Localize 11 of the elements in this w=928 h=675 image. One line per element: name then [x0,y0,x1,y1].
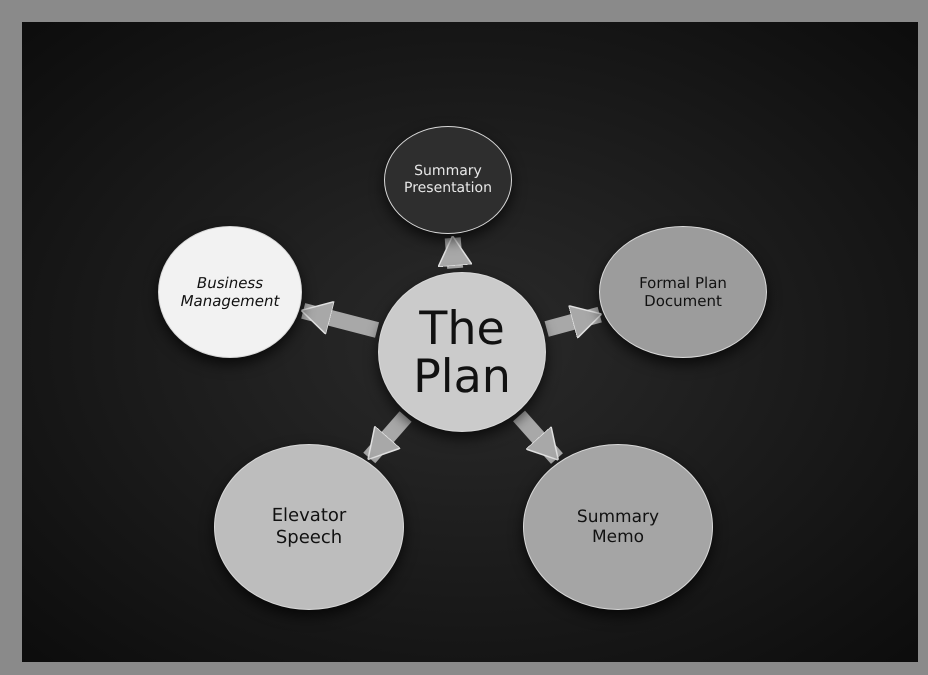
block-arrow [513,410,563,464]
node-label: Summary Presentation [403,163,493,197]
node-label: The Plan [412,304,512,400]
block-arrow [437,235,473,269]
node-label: Formal Plan Document [638,274,728,310]
block-arrow [544,304,602,340]
node-label: Summary Memo [576,506,660,548]
block-arrow [363,411,412,464]
block-arrow [300,300,380,338]
node-label: Elevator Speech [270,505,348,549]
node-label: Business Management [180,274,281,310]
